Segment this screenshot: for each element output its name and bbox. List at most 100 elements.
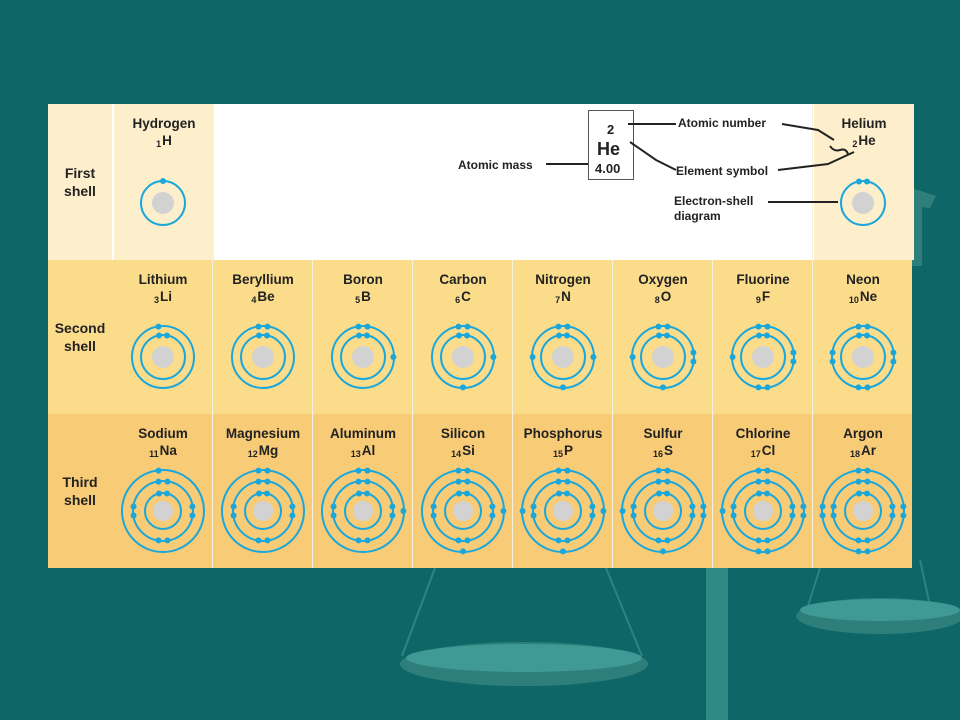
electron-shell-orbit [121,469,205,553]
electron [390,354,397,360]
electron [164,478,171,485]
electron-shell-orbit [232,480,294,542]
electron [664,332,670,339]
electron [355,478,362,485]
element-symbol: 13Al [350,443,376,459]
electron [855,384,862,391]
electron [819,512,826,519]
electron [755,384,762,391]
element-symbol: 6C [455,289,471,305]
atomic-number: 17 [750,449,761,459]
electron [256,332,262,339]
cell-divider [712,414,713,568]
element-name: Neon [846,272,880,287]
element-name: Lithium [138,272,188,287]
cell-divider [512,260,513,414]
electron [656,332,662,339]
atomic-number: 10 [848,295,859,305]
electron [900,512,907,519]
electron [164,332,170,339]
element-name: Nitrogen [535,272,591,287]
electron [864,490,870,497]
atomic-number: 9 [755,295,761,305]
electron [829,358,836,365]
electron [730,503,737,510]
electron [864,178,870,185]
electron [655,467,662,474]
electron [719,508,726,514]
electron [155,323,162,330]
electron [789,512,796,519]
atomic-number: 8 [654,295,660,305]
electron [355,323,362,330]
element-name: Hydrogen [132,116,196,131]
atomic-number: 18 [849,449,860,459]
element-name: Phosphorus [523,426,603,441]
electron [729,354,736,360]
nucleus [653,501,673,521]
electron [830,512,837,519]
element-name: Silicon [440,426,486,441]
electron [164,537,171,544]
electron [755,537,762,544]
electron [564,332,570,339]
electron [756,490,762,497]
electron [589,512,596,519]
electron [230,503,237,510]
electron [600,508,607,514]
electron-shell-diagram [729,323,797,391]
electron [464,467,471,474]
label-element-symbol: Element symbol [676,164,769,178]
electron [455,478,462,485]
electron [230,512,237,519]
electron [555,537,562,544]
electron-shell-diagram [829,323,897,391]
element-name: Boron [343,272,383,287]
electron [664,537,671,544]
nucleus [252,346,274,368]
electron [789,503,796,510]
electron-shell-orbit [644,492,682,530]
electron-shell-orbit [532,480,594,542]
electron [389,503,396,510]
electron [460,384,466,391]
atomic-number: 5 [355,295,361,305]
electron [464,332,470,339]
electron-shell-orbit [540,334,586,380]
label-electron-shell-diagram: Electron-shell diagram [674,194,754,223]
electron-shell-diagram [131,323,195,389]
element-name: Magnesium [225,426,301,441]
electron [864,537,871,544]
electron-shell-diagram [231,323,295,389]
nucleus [852,346,874,368]
electron [364,323,371,330]
nucleus [253,501,273,521]
element-symbol: 17Cl [750,443,776,459]
cell-divider [612,414,613,568]
electron [889,512,896,519]
electron-shell-diagram [431,323,497,391]
cell-divider [412,260,413,414]
element-symbol: 15P [552,443,574,459]
electron-shell-orbit [832,480,894,542]
electron-shell-diagram [619,467,707,555]
electron [790,358,797,365]
element-cell-phosphorus: Phosphorus 15P [514,414,612,568]
electron [829,349,836,356]
electron [755,323,762,330]
electron-shell-orbit [244,492,282,530]
element-name: Chlorine [735,426,791,441]
element-symbol: 4Be [251,289,275,305]
electron [800,512,807,519]
